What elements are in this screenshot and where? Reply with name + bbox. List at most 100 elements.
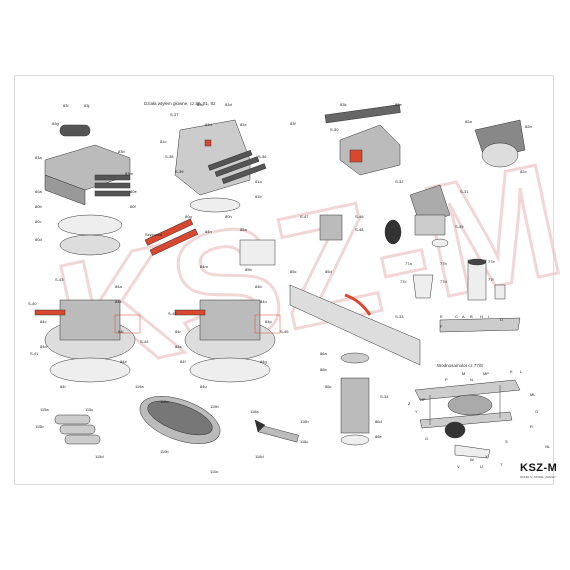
torpedo-tube xyxy=(254,419,299,443)
turret-foot xyxy=(49,357,131,383)
part-label: MP xyxy=(483,371,489,376)
upper-wing xyxy=(414,379,521,401)
part-label: 77d xyxy=(440,279,447,284)
twin-turret-right xyxy=(174,299,281,383)
part-label: 84r xyxy=(175,329,181,334)
turret-house xyxy=(199,299,261,341)
part-label: 83j xyxy=(84,103,90,108)
gun-barrel-3 xyxy=(94,190,131,197)
barrel-cylinder xyxy=(59,124,91,137)
gun-barrel-a xyxy=(207,149,253,171)
part-label: I xyxy=(488,314,490,319)
twin-turret-left xyxy=(34,299,141,383)
part-label: L xyxy=(520,369,523,374)
part-label: 84f xyxy=(180,359,186,364)
searchlight-disc xyxy=(384,219,402,245)
part-label: S-38 xyxy=(165,154,174,159)
boom xyxy=(324,104,401,124)
part-label: S-42 xyxy=(168,311,177,316)
turret-ring xyxy=(57,214,123,236)
red-detail xyxy=(204,139,212,147)
part-label: 77f xyxy=(488,277,494,282)
red-rail xyxy=(254,314,281,334)
part-label: C xyxy=(455,314,458,319)
shell-2 xyxy=(59,424,96,435)
part-label: F xyxy=(440,324,443,329)
part-label: G xyxy=(425,436,429,441)
part-label: 77a xyxy=(405,261,412,266)
red-rail xyxy=(114,314,141,334)
gun-shield xyxy=(239,239,276,266)
part-label: 83f xyxy=(290,121,296,126)
boat-interior xyxy=(147,400,213,436)
part-label: E xyxy=(440,314,443,319)
turret-caption: Działa wtyłem główne, cz.86, 81, 82 xyxy=(144,101,216,106)
red-gun-1 xyxy=(174,309,206,316)
director-tower xyxy=(384,184,451,248)
turret-base xyxy=(59,234,121,256)
part-label: 110b xyxy=(160,449,169,454)
part-label: 116a xyxy=(250,409,259,414)
part-label: 84e xyxy=(120,359,127,364)
part-label: 80a xyxy=(35,189,42,194)
aa-guns xyxy=(144,214,343,266)
gun-barrel-1 xyxy=(94,174,131,181)
part-label: 85c xyxy=(290,269,297,274)
part-label: 84u xyxy=(200,384,207,389)
shell-1 xyxy=(54,414,91,425)
part-label: 81b xyxy=(255,194,262,199)
part-label: 116d xyxy=(255,454,264,459)
gun-barrel-c xyxy=(221,163,267,185)
cylinders-right xyxy=(412,258,521,333)
crane-assembly xyxy=(324,104,401,176)
funnel-column xyxy=(340,352,370,446)
part-label: 77e xyxy=(488,259,495,264)
brand-tagline: MODELS | MODEL | MAKET xyxy=(520,475,556,479)
part-label: 80e xyxy=(130,189,137,194)
propeller xyxy=(444,421,466,439)
part-label: 115c xyxy=(85,407,94,412)
part-label: 110a xyxy=(160,399,169,404)
part-label: S-32 xyxy=(395,179,404,184)
part-label: 86b xyxy=(320,367,327,372)
shell-3 xyxy=(64,434,101,445)
part-label: 86e xyxy=(375,434,382,439)
sheet-frame xyxy=(14,75,554,485)
catapult-rail xyxy=(289,284,421,366)
part-label: 85d xyxy=(325,269,332,274)
part-label: 84a xyxy=(115,284,122,289)
part-label: 83c xyxy=(197,102,204,107)
tower-ring xyxy=(431,238,449,248)
tube-end xyxy=(254,419,266,433)
part-label: S-36 xyxy=(258,154,267,159)
turret-house xyxy=(59,299,121,341)
part-label: X xyxy=(485,454,488,459)
part-label: 115d xyxy=(95,454,104,459)
big-turret-left xyxy=(44,124,131,256)
part-label: S-37 xyxy=(170,112,179,117)
part-label: 80b xyxy=(35,204,42,209)
biplane xyxy=(414,379,521,459)
wing-strip xyxy=(439,317,521,333)
part-label: 84t xyxy=(60,384,66,389)
part-label: 84s xyxy=(175,344,182,349)
float xyxy=(454,444,491,459)
part-label: 83g xyxy=(52,121,59,126)
part-label: 82c xyxy=(520,169,527,174)
part-label: NL xyxy=(545,444,551,449)
part-label: S-45 xyxy=(280,329,289,334)
part-label: S-47 xyxy=(300,214,309,219)
lower-wing xyxy=(419,411,513,429)
aa-barrel-1 xyxy=(144,218,194,246)
part-label: 85a xyxy=(240,227,247,232)
part-label: 84p xyxy=(265,319,272,324)
part-label: 86d xyxy=(375,419,382,424)
part-label: 77c xyxy=(400,279,407,284)
part-label: 83k xyxy=(340,102,347,107)
tube-body xyxy=(257,424,299,443)
part-label: 84k xyxy=(115,299,122,304)
part-label: S-48 xyxy=(355,227,364,232)
part-label: 84d xyxy=(40,344,47,349)
part-label: 119b xyxy=(210,404,219,409)
tower-body xyxy=(414,214,446,236)
